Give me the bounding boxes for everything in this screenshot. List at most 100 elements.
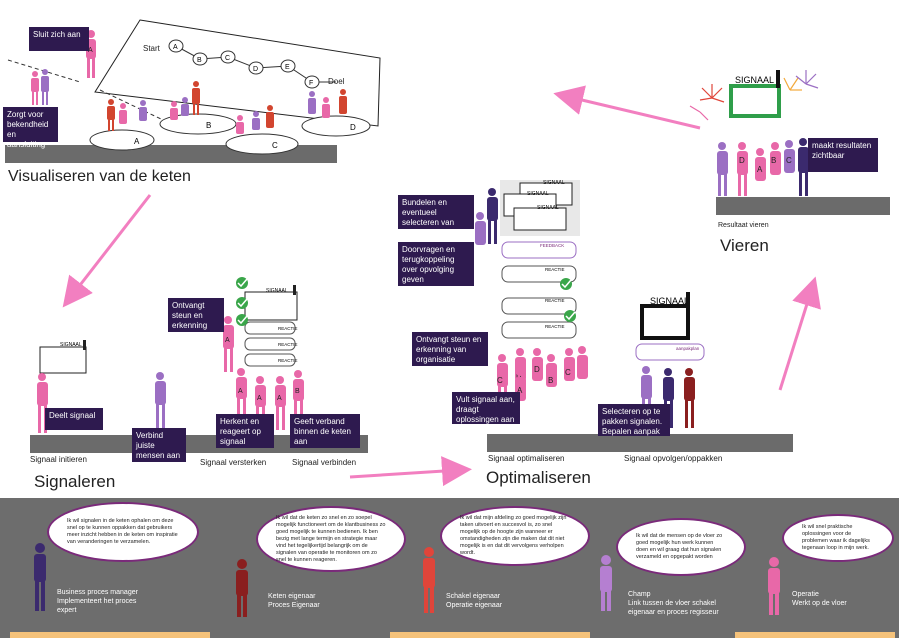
signaal-card-3: SIGNAAL: [513, 205, 567, 231]
signaal-board-1: SIGNAAL: [39, 340, 87, 374]
svg-text:A: A: [277, 395, 282, 402]
svg-text:A: A: [238, 388, 243, 395]
svg-text:A: A: [257, 395, 262, 402]
person-doorvragen: [475, 212, 486, 245]
accent-stripe: [390, 632, 590, 638]
role-subtitle: Link tussen de vloer schakel: [628, 600, 716, 607]
heading-visualiseren: Visualiseren van de keten: [8, 168, 191, 185]
person-a-visual: A: [86, 30, 96, 78]
reactie-bubble-3: REACTIE: [244, 353, 298, 367]
platform-d: D: [301, 115, 371, 137]
caption-initieren: Signaal initieren: [30, 455, 87, 464]
role-subtitle: Operatie eigenaar: [446, 602, 503, 609]
role-figure-business: [34, 543, 46, 611]
svg-text:A: A: [517, 386, 523, 395]
visualiseren-section: Start Doel A B C D E F A B C D A: [5, 19, 381, 163]
svg-text:A: A: [757, 165, 763, 174]
role-title: Keten eigenaar: [268, 593, 316, 600]
vieren-section: SIGNAAL D A B C Resultaat vieren: [689, 70, 890, 229]
role-quote-bubble: Ik wil snel praktische oplossingen voor …: [782, 514, 894, 562]
svg-text:D: D: [253, 66, 258, 73]
role-quote-bubble: Ik wil dat de keten zo snel en zo soepel…: [256, 506, 406, 572]
reactie-bubble-1: REACTIE: [244, 321, 298, 335]
heading-signaleren: Signaleren: [34, 472, 116, 491]
role-subtitle: Proces Eigenaar: [268, 602, 320, 609]
svg-text:D: D: [739, 156, 745, 165]
svg-text:REACTIE: REACTIE: [545, 267, 565, 272]
people-vieren: D A B C: [717, 138, 809, 196]
people-versterken: A A A B: [236, 368, 304, 430]
route-node-c: C: [220, 50, 236, 64]
accent-stripe: [735, 632, 895, 638]
svg-text:A: A: [225, 337, 230, 344]
callout-doorvragen: Doorvragen en terugkoppeling over opvolg…: [398, 242, 474, 286]
reactie-bubble-2: REACTIE: [244, 337, 298, 351]
role-figure-schakel: [423, 547, 435, 613]
heading-vieren: Vieren: [720, 236, 769, 255]
arrow-icon: [349, 456, 472, 487]
svg-text:SIGNAAL: SIGNAAL: [527, 191, 549, 197]
role-quote-bubble: Ik wil signalen in de keten ophalen om d…: [47, 502, 199, 562]
svg-text:SIGNAAL: SIGNAAL: [543, 180, 565, 186]
role-extra: eigenaar en proces regisseur: [628, 609, 719, 616]
role-title: Schakel eigenaar: [446, 593, 501, 600]
callout-bundelen: Bundelen en eventueel selecteren van: [398, 195, 474, 229]
accent-stripe: [10, 632, 210, 638]
svg-text:A: A: [88, 47, 93, 54]
role-figure-operatie: [768, 557, 780, 615]
callout-verbind: Verbind juiste mensen aan signaal: [132, 428, 186, 470]
callout-herkent: Herkent en reageert op signaal: [216, 414, 274, 448]
role-quote-bubble: Ik wil dat de mensen op de vloer zo goed…: [616, 518, 746, 576]
role-champ: Champ Link tussen de vloer schakel eigen…: [628, 590, 719, 617]
callout-deelt: Deelt signaal: [45, 408, 103, 430]
svg-text:REACTIE: REACTIE: [545, 324, 565, 329]
callout-selecteren: Selecteren op te pakken signalen. Bepale…: [598, 404, 670, 436]
role-subtitle: Werkt op de vloer: [792, 600, 847, 607]
signaleren-section: SIGNAAL SIGNAAL REACTIE REACTIE REACTIE …: [30, 277, 368, 467]
role-extra: expert: [57, 607, 77, 614]
route-node-b: B: [192, 52, 208, 66]
keten-map-panel: [94, 19, 381, 127]
svg-text:D: D: [350, 123, 356, 132]
svg-text:SIGNAAL: SIGNAAL: [650, 296, 689, 306]
caption-opvolgen: Signaal opvolgen/oppakken: [624, 454, 722, 463]
ground-signaleren: [30, 435, 368, 453]
role-operatie: Operatie Werkt op de vloer: [792, 590, 847, 608]
start-label: Start: [143, 44, 161, 53]
callout-maakt-resultaten: maakt resultaten zichtbaar: [808, 138, 878, 172]
callout-ontvangt-peers: Ontvangt steun en erkenning peers: [168, 298, 224, 340]
role-title: Champ: [628, 591, 651, 598]
role-figure-keten: [236, 559, 248, 617]
svg-text:B: B: [771, 156, 776, 165]
svg-text:SIGNAAL: SIGNAAL: [735, 75, 774, 85]
callout-vult: Vult signaal aan, draagt oplossingen aan: [452, 392, 520, 424]
people-optimaliseren: C B A D B C: [497, 346, 588, 408]
callout-ontvangt-organisatie: Ontvangt steun en erkenning van organisa…: [412, 332, 488, 366]
platform-c: C: [225, 133, 299, 155]
person-peers: A: [223, 316, 234, 372]
flow-arrows: [62, 85, 821, 487]
person-bundelen: [487, 188, 498, 244]
optimaliseren-section: SIGNAAL SIGNAAL SIGNAAL FEEDBACK REACTIE…: [475, 180, 793, 463]
callout-zorgt: Zorgt voor bekendheid en aansluiting: [3, 107, 58, 149]
svg-text:SIGNAAL: SIGNAAL: [60, 342, 82, 348]
doel-label: Doel: [328, 77, 345, 86]
svg-text:A: A: [134, 137, 140, 146]
role-figures: [34, 543, 780, 617]
role-subtitle: Implementeert het proces: [57, 598, 137, 605]
svg-text:A: A: [173, 44, 178, 51]
svg-text:D: D: [534, 365, 540, 374]
role-title: Operatie: [792, 591, 819, 598]
svg-text:FEEDBACK: FEEDBACK: [540, 243, 564, 248]
firework-icon: [689, 70, 819, 121]
signaal-board-vieren: SIGNAAL: [729, 70, 781, 118]
signaal-board-2: SIGNAAL: [244, 285, 298, 321]
caption-optimalisatie: Signaal optimaliseren: [488, 454, 565, 463]
route-node-d: D: [248, 61, 264, 75]
svg-text:C: C: [565, 368, 571, 377]
caption-versterken: Signaal versterken: [200, 458, 266, 467]
heading-optimaliseren: Optimaliseren: [486, 468, 591, 487]
svg-text:B: B: [197, 57, 202, 64]
svg-text:E: E: [285, 64, 290, 71]
